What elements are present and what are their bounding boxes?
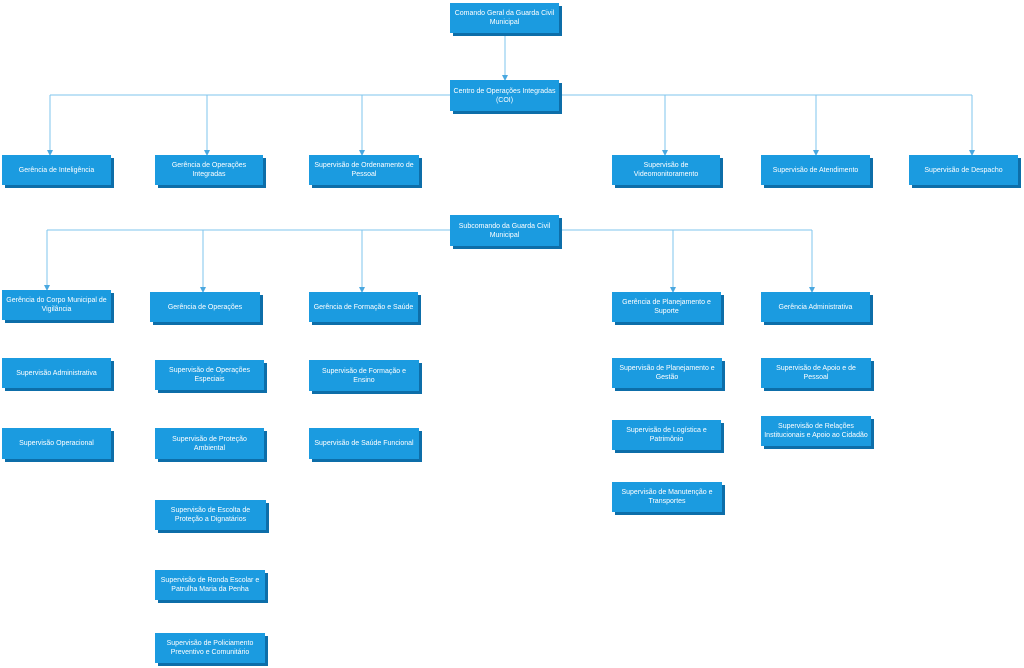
node-label: Supervisão de Operações Especiais [169,367,250,383]
node-label: Supervisão de Relações Institucionais e … [764,423,868,439]
node-label: Supervisão de Apoio e de Pessoal [776,365,856,381]
node-supervisao-protecao-ambiental[interactable]: Supervisão de Proteção Ambiental [155,428,264,459]
node-label: Supervisão de Formação e Ensino [321,367,407,384]
node-supervisao-videomonitoramento[interactable]: Supervisão de Videomonitoramento [612,155,720,185]
node-label: Gerência de Formação e Saúde [313,303,414,311]
node-supervisao-atendimento[interactable]: Supervisão de Atendimento [761,155,870,185]
node-gerencia-planejamento-suporte[interactable]: Gerência de Planejamento e Suporte [612,292,721,322]
node-supervisao-operacional[interactable]: Supervisão Operacional [2,428,111,459]
node-label: Gerência de Operações Integradas [171,162,247,178]
node-supervisao-apoio-pessoal[interactable]: Supervisão de Apoio e de Pessoal [761,358,871,388]
node-label: Centro de Operações Integradas (COI) [453,87,556,104]
node-supervisao-despacho[interactable]: Supervisão de Despacho [909,155,1018,185]
node-label: Comando Geral da Guarda Civil Municipal [454,10,555,26]
node-gerencia-corpo-vigilancia[interactable]: Gerência do Corpo Municipal de Vigilânci… [2,290,111,320]
node-supervisao-administrativa[interactable]: Supervisão Administrativa [2,358,111,388]
node-supervisao-formacao-ensino[interactable]: Supervisão de Formação e Ensino [309,360,419,391]
node-gerencia-formacao-saude[interactable]: Gerência de Formação e Saúde [309,292,418,322]
node-label: Supervisão de Logística e Patrimônio [626,427,707,443]
node-label: Supervisão de Atendimento [772,166,859,174]
node-label: Supervisão Administrativa [16,369,97,377]
node-label: Supervisão de Despacho [924,166,1003,174]
node-supervisao-policiamento-preventivo[interactable]: Supervisão de Policiamento Preventivo e … [155,633,265,663]
node-supervisao-escolta-dignitarios[interactable]: Supervisão de Escolta de Proteção a Dign… [155,500,266,530]
node-supervisao-manutencao-transportes[interactable]: Supervisão de Manutenção e Transportes [612,482,722,512]
node-label: Gerência de Operações [167,303,243,311]
node-supervisao-logistica-patrimonio[interactable]: Supervisão de Logística e Patrimônio [612,420,721,450]
node-label: Supervisão de Ronda Escolar e Patrulha M… [160,577,260,593]
node-label: Gerência de Planejamento e Suporte [622,299,711,315]
node-label: Supervisão de Manutenção e Transportes [621,489,713,505]
node-label: Gerência Administrativa [778,303,853,311]
node-label: Supervisão de Escolta de Proteção a Dign… [170,507,251,523]
node-gerencia-operacoes[interactable]: Gerência de Operações [150,292,260,322]
node-supervisao-operacoes-especiais[interactable]: Supervisão de Operações Especiais [155,360,264,390]
node-label: Supervisão Operacional [19,440,94,447]
node-gerencia-administrativa[interactable]: Gerência Administrativa [761,292,870,322]
node-supervisao-ordenamento-pessoal[interactable]: Supervisão de Ordenamento de Pessoal [309,155,419,185]
node-label: Supervisão de Policiamento Preventivo e … [166,640,254,656]
node-label: Gerência do Corpo Municipal de Vigilânci… [6,297,107,313]
node-label: Subcomando da Guarda Civil Municipal [458,222,551,239]
node-comando-geral[interactable]: Comando Geral da Guarda Civil Municipal [450,3,559,33]
node-label: Supervisão de Saúde Funcional [314,440,414,447]
node-label: Supervisão de Proteção Ambiental [172,435,247,452]
node-supervisao-planejamento-gestao[interactable]: Supervisão de Planejamento e Gestão [612,358,722,388]
node-supervisao-ronda-escolar[interactable]: Supervisão de Ronda Escolar e Patrulha M… [155,570,265,600]
node-supervisao-saude-funcional[interactable]: Supervisão de Saúde Funcional [309,428,419,459]
node-label: Supervisão de Planejamento e Gestão [619,365,715,381]
node-gerencia-operacoes-integradas[interactable]: Gerência de Operações Integradas [155,155,263,185]
node-gerencia-inteligencia[interactable]: Gerência de Inteligência [2,155,111,185]
node-supervisao-relacoes-institucionais[interactable]: Supervisão de Relações Institucionais e … [761,416,871,446]
node-subcomando[interactable]: Subcomando da Guarda Civil Municipal [450,215,559,246]
node-label: Supervisão de Ordenamento de Pessoal [314,162,414,178]
node-coi[interactable]: Centro de Operações Integradas (COI) [450,80,559,111]
node-label: Gerência de Inteligência [18,166,95,174]
node-label: Supervisão de Videomonitoramento [633,162,699,178]
